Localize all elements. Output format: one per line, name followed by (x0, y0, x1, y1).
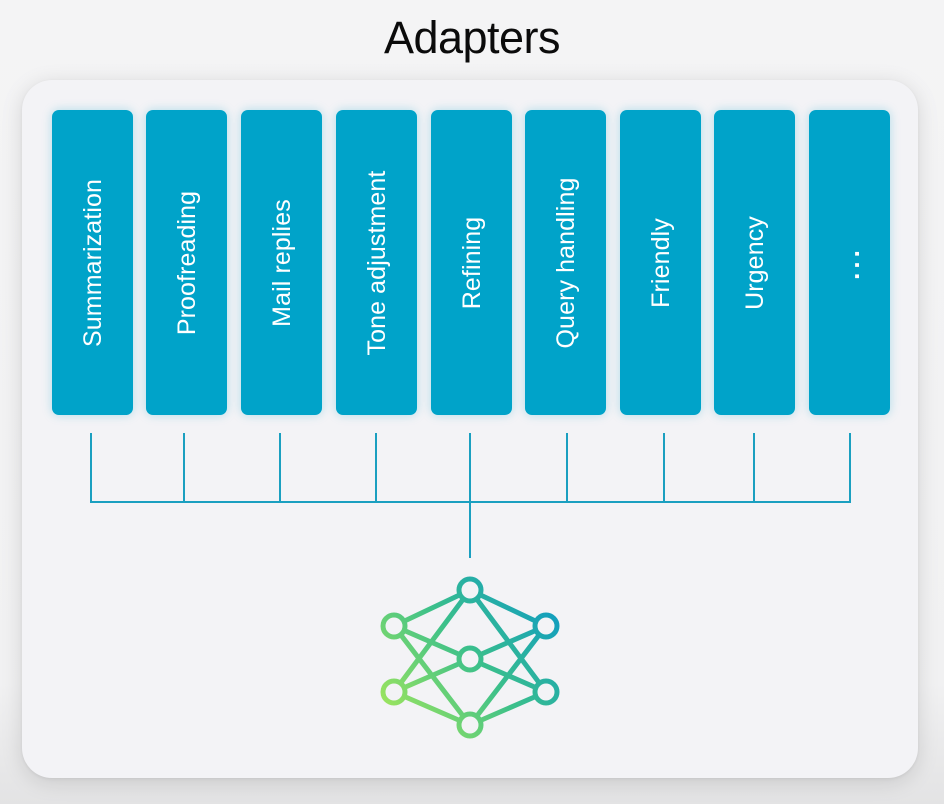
adapter-card-summarization: Summarization (52, 110, 133, 415)
adapter-card-urgency: Urgency (714, 110, 795, 415)
adapter-card-tone-adjustment: Tone adjustment (336, 110, 417, 415)
diagram-title: Adapters (383, 12, 561, 63)
neural-network-icon (380, 576, 560, 739)
adapter-card-query-handling: Query handling (525, 110, 606, 415)
adapter-card-mail-replies: Mail replies (241, 110, 322, 415)
adapter-card-proofreading: Proofreading (146, 110, 227, 415)
adapter-card-friendly: Friendly (620, 110, 701, 415)
adapter-card-refining: Refining (431, 110, 512, 415)
adapter-card-more: ... (809, 110, 890, 415)
connector-tree (90, 433, 851, 558)
